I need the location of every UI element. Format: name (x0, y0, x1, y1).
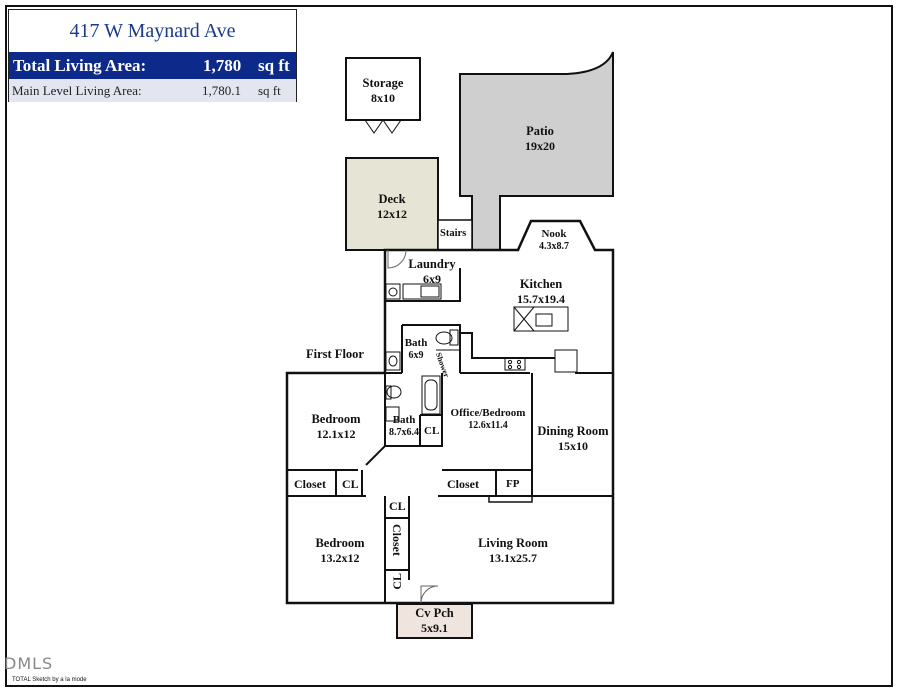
deck-label: Deck 12x12 (346, 192, 438, 221)
bath2-name: Bath (392, 414, 416, 426)
bath2-dims: 8.7x6.4 (389, 427, 419, 439)
house-outline (285, 219, 615, 605)
hall-closet-label: Closet (390, 524, 404, 556)
total-living-area-value: 1,780 (203, 56, 242, 75)
bath1-name: Bath (404, 337, 428, 349)
closet-left-label: Closet (294, 477, 326, 491)
dining-dims: 15x10 (558, 439, 588, 453)
bath1-dims: 6x9 (408, 350, 424, 362)
bath2-fixtures (385, 375, 441, 422)
bedroom2-label: Bedroom 13.2x12 (300, 536, 380, 565)
kitchen-dims: 15.7x19.4 (517, 292, 565, 306)
kitchen-appliances (504, 349, 578, 373)
nook-name: Nook (541, 228, 567, 240)
hall-cl-top-label: CL (389, 499, 406, 513)
kitchen-label: Kitchen 15.7x19.4 (500, 277, 582, 306)
cl-left-label: CL (342, 477, 359, 491)
nook-label: Nook 4.3x8.7 (525, 228, 583, 253)
storage-label: Storage 8x10 (346, 76, 420, 105)
total-living-area-unit: sq ft (258, 56, 290, 75)
property-address: 417 W Maynard Ave (69, 20, 236, 42)
laundry-label: Laundry 6x9 (400, 257, 464, 286)
laundry-fixtures (385, 283, 442, 300)
stairs-label: Stairs (440, 228, 467, 239)
deck-dims: 12x12 (377, 207, 407, 221)
main-level-area-label: Main Level Living Area: (12, 83, 142, 98)
first-floor-label: First Floor (306, 347, 364, 361)
office-label: Office/Bedroom 12.6x11.4 (444, 407, 532, 432)
main-level-area-value: 1,780.1 (202, 83, 241, 98)
patio-name: Patio (526, 124, 554, 138)
bedroom1-dims: 12.1x12 (316, 427, 356, 441)
patio-dims: 19x20 (525, 139, 555, 153)
sketch-credit: TOTAL Sketch by a la mode (12, 677, 87, 683)
storage-doors (364, 119, 402, 134)
office-name: Office/Bedroom (450, 407, 526, 419)
bedroom2-name: Bedroom (315, 536, 365, 550)
deck-shape (345, 157, 439, 251)
office-dims: 12.6x11.4 (468, 420, 508, 432)
nook-dims: 4.3x8.7 (539, 241, 569, 253)
living-label: Living Room 13.1x25.7 (470, 536, 556, 565)
hall-cl-bottom-label: CL (390, 573, 404, 590)
interior-walls (287, 268, 613, 603)
bedroom1-label: Bedroom 12.1x12 (300, 412, 372, 441)
dining-label: Dining Room 15x10 (532, 424, 614, 453)
area-summary-box: 417 W Maynard Ave Total Living Area: 1,7… (8, 9, 297, 102)
mls-watermark: DMLS (4, 654, 54, 673)
bedroom1-name: Bedroom (311, 412, 361, 426)
closet-center-label: Closet (447, 477, 479, 491)
total-living-area-row: Total Living Area: 1,780 sq ft (9, 52, 296, 79)
laundry-name: Laundry (408, 257, 456, 271)
main-level-area-unit: sq ft (258, 83, 281, 98)
bath-closet-label: CL (424, 425, 440, 437)
bath2-label: Bath 8.7x6.4 (386, 414, 422, 439)
page-frame (5, 5, 893, 687)
total-living-area-label: Total Living Area: (13, 56, 147, 75)
dining-name: Dining Room (537, 424, 609, 438)
living-dims: 13.1x25.7 (489, 551, 537, 565)
cvpch-label: Cv Pch 5x9.1 (396, 606, 473, 635)
cvpch-dims: 5x9.1 (421, 621, 448, 635)
bath1-fixtures (385, 329, 460, 371)
deck-name: Deck (378, 192, 406, 206)
covered-porch-shape (396, 603, 473, 639)
kitchen-name: Kitchen (519, 277, 563, 291)
cvpch-name: Cv Pch (415, 606, 454, 620)
storage-name: Storage (362, 76, 404, 90)
main-level-area-row: Main Level Living Area: 1,780.1 sq ft (9, 79, 296, 102)
patio-label: Patio 19x20 (500, 124, 580, 153)
laundry-dims: 6x9 (423, 272, 441, 286)
living-name: Living Room (478, 536, 548, 550)
bedroom2-dims: 13.2x12 (320, 551, 360, 565)
fireplace-label: FP (506, 478, 520, 490)
kitchen-island (513, 306, 569, 332)
bath1-label: Bath 6x9 (402, 337, 430, 362)
storage-dims: 8x10 (371, 91, 395, 105)
